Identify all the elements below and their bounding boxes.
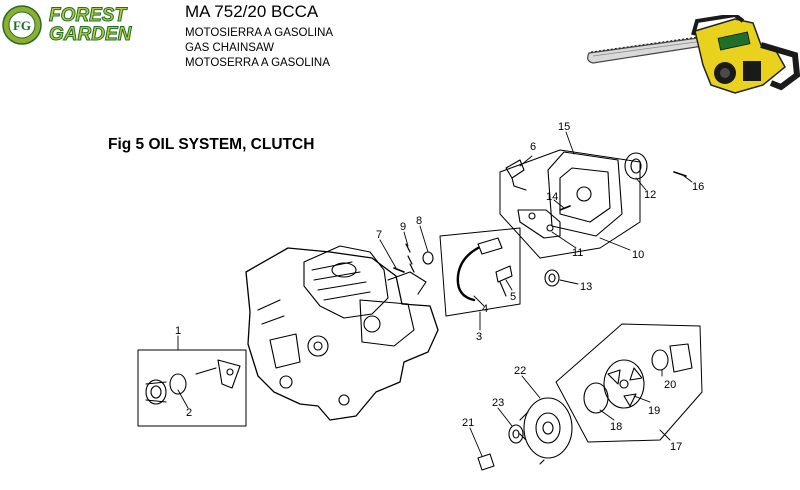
- callout-8: 8: [416, 215, 422, 227]
- grommet-part: [544, 269, 560, 287]
- group-box-3: [439, 227, 521, 317]
- adjuster-cap-part: [624, 152, 648, 180]
- callout-numbers: 1 2 3 4 5 6 7 8 9 10 11 12 13 14 15 16 1…: [175, 121, 704, 453]
- oil-fitting-part: [495, 265, 513, 297]
- callout-10: 10: [632, 249, 644, 261]
- callout-2: 2: [186, 407, 192, 419]
- oil-hose-part: [456, 237, 503, 302]
- oil-pump-part: [145, 359, 241, 405]
- description-line-en: GAS CHAINSAW: [185, 42, 275, 54]
- description-line-pt: MOTOSERRA A GASOLINA: [185, 57, 330, 69]
- brand-logo: FG FOREST GARDEN: [0, 0, 175, 48]
- callout-leader-lines: [177, 131, 693, 457]
- callout-5: 5: [510, 291, 516, 303]
- callout-13: 13: [580, 281, 592, 293]
- callout-12: 12: [644, 189, 656, 201]
- screw-16-part: [673, 171, 687, 177]
- callout-9: 9: [400, 221, 406, 233]
- bearing-part: [508, 424, 524, 444]
- callout-4: 4: [482, 303, 488, 315]
- nut-part: [477, 453, 495, 471]
- callout-17: 17: [670, 441, 682, 453]
- callout-22: 22: [514, 365, 526, 377]
- callout-21: 21: [462, 417, 474, 429]
- description-line-es: MOTOSIERRA A GASOLINA: [185, 27, 334, 39]
- oil-valve-part: [505, 159, 527, 191]
- callout-1: 1: [175, 325, 181, 337]
- clutch-drum-part: [519, 397, 573, 465]
- clip-part: [651, 343, 693, 373]
- group-box-1: [137, 349, 247, 427]
- brand-word-garden: GARDEN: [48, 24, 132, 45]
- callout-7: 7: [376, 229, 382, 241]
- screw-part: [393, 267, 405, 273]
- oil-pump-lever-part: [517, 209, 561, 239]
- callout-19: 19: [648, 405, 660, 417]
- spring-part: [405, 243, 415, 273]
- screw-14-part: [559, 205, 571, 211]
- callout-16: 16: [692, 181, 704, 193]
- callout-18: 18: [610, 421, 622, 433]
- plug-part: [422, 251, 434, 265]
- brand-badge-text: FG: [13, 18, 31, 33]
- group-box-17: [555, 323, 703, 443]
- chainsaw-product-image: [587, 15, 800, 94]
- engine-crankcase-part: [245, 245, 439, 421]
- callout-15: 15: [558, 121, 570, 133]
- callout-23: 23: [492, 397, 504, 409]
- callout-3: 3: [476, 331, 482, 343]
- figure-title: Fig 5 OIL SYSTEM, CLUTCH: [108, 136, 315, 153]
- clutch-part: [603, 359, 645, 409]
- brand-word-forest: FOREST: [48, 5, 127, 26]
- callout-20: 20: [664, 379, 676, 391]
- callout-14: 14: [546, 191, 558, 203]
- callout-11: 11: [572, 247, 583, 259]
- brand-badge-icon: FG: [2, 5, 42, 45]
- model-title: MA 752/20 BCCA: [185, 2, 319, 21]
- pump-housing-plate-part: [547, 151, 623, 237]
- callout-6: 6: [530, 141, 536, 153]
